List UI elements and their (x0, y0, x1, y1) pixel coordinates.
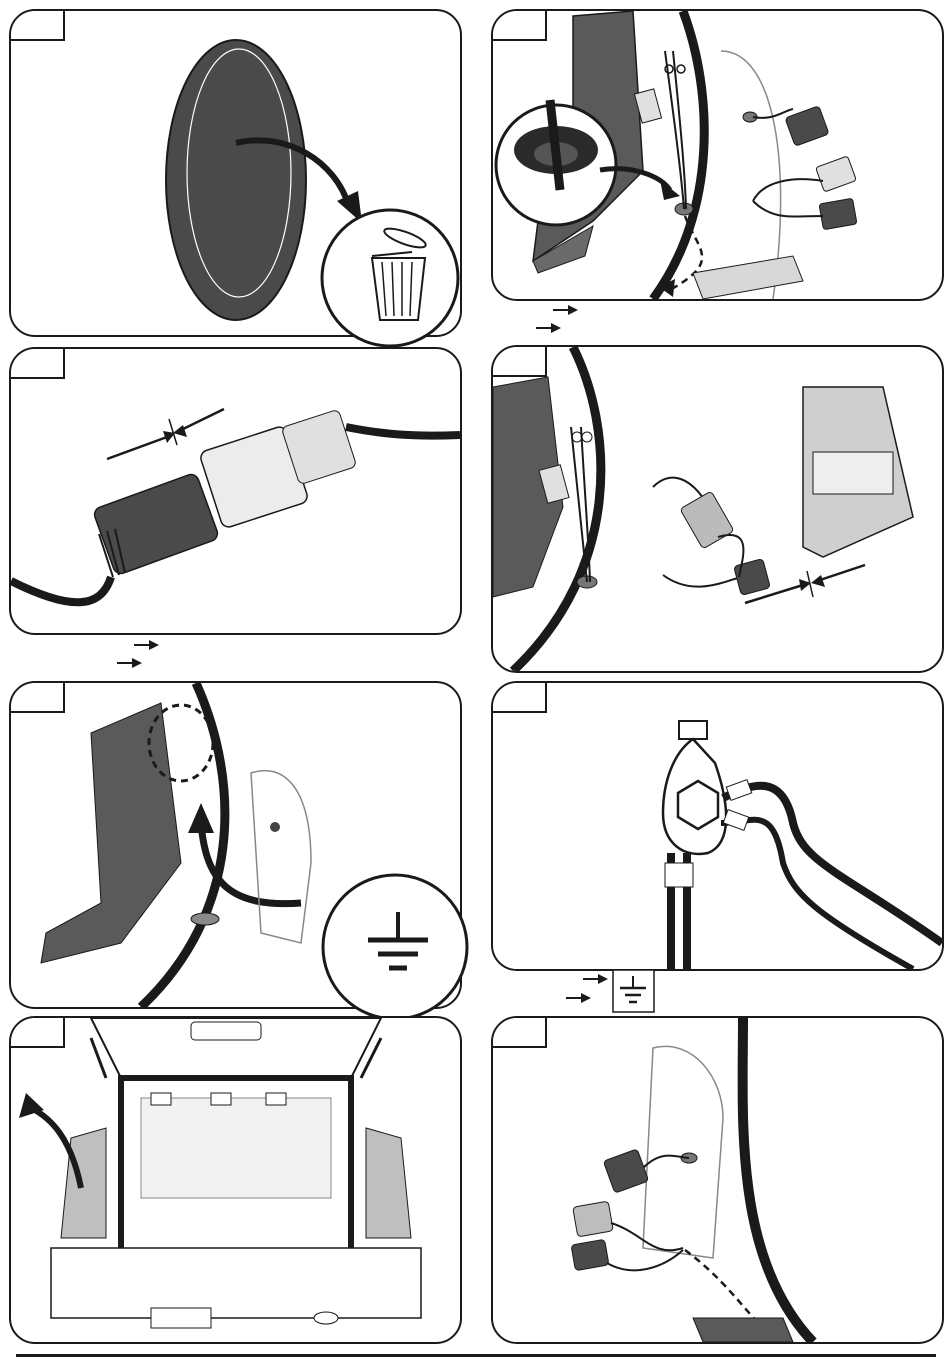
ground-symbol-icon (613, 970, 654, 1012)
arrow-icon (583, 974, 608, 984)
arrow-icon (566, 993, 591, 1003)
arrow-icon (117, 658, 142, 668)
arrow-icon (134, 640, 159, 650)
arrow-icon (536, 323, 561, 333)
arrow-icon (553, 305, 578, 315)
page-bottom-rule (16, 1354, 936, 1357)
